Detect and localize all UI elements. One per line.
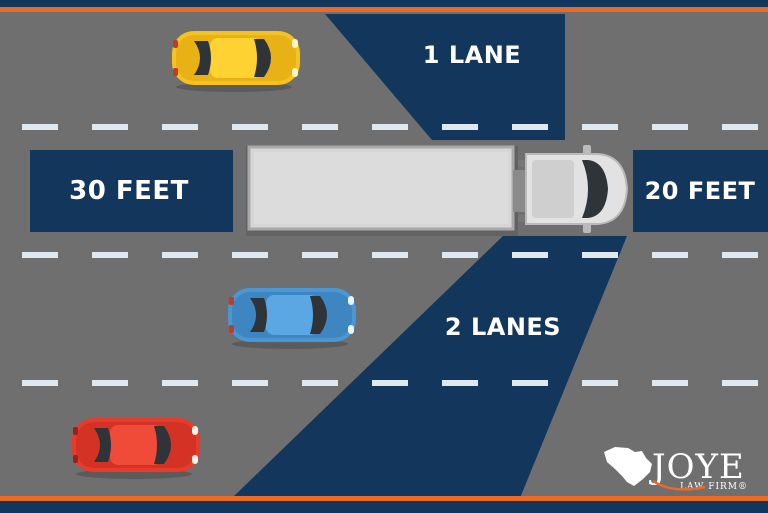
blind-zone-two-lanes bbox=[232, 236, 627, 498]
lane-dash bbox=[722, 380, 758, 386]
one-lane-label: 1 LANE bbox=[423, 41, 521, 69]
lane-dash bbox=[442, 124, 478, 130]
lane-dash bbox=[92, 380, 128, 386]
lane-dash bbox=[92, 124, 128, 130]
blind-zone-front bbox=[633, 150, 768, 232]
front-distance-label: 20 FEET bbox=[645, 177, 756, 205]
red-car bbox=[72, 418, 200, 479]
rear-distance-label: 30 FEET bbox=[69, 176, 189, 206]
lane-dash bbox=[372, 124, 408, 130]
lane-dash bbox=[582, 252, 618, 258]
lane-markings bbox=[22, 124, 758, 386]
top-border-navy bbox=[0, 0, 768, 10]
semi-truck bbox=[246, 145, 629, 236]
lane-dash bbox=[652, 124, 688, 130]
lane-dash bbox=[442, 380, 478, 386]
logo-swoosh bbox=[652, 479, 706, 491]
two-lanes-label: 2 LANES bbox=[445, 313, 561, 341]
blind-zone-one-lane bbox=[325, 14, 565, 140]
lane-dash bbox=[652, 380, 688, 386]
lane-dash bbox=[162, 124, 198, 130]
joye-law-firm-logo: JOYE LAW FIRM® bbox=[604, 447, 748, 492]
south-carolina-state-icon bbox=[604, 447, 652, 486]
lane-dash bbox=[232, 252, 268, 258]
lane-dash bbox=[232, 124, 268, 130]
lane-dash bbox=[22, 380, 58, 386]
lane-dash bbox=[582, 380, 618, 386]
lane-dash bbox=[652, 252, 688, 258]
blue-car bbox=[228, 288, 356, 349]
logo-name: JOYE bbox=[649, 447, 745, 487]
lane-dash bbox=[302, 252, 338, 258]
lane-dash bbox=[22, 252, 58, 258]
blind-zone-rear bbox=[30, 150, 233, 232]
top-border-orange bbox=[0, 7, 768, 12]
lane-dash bbox=[302, 124, 338, 130]
lane-dash bbox=[302, 380, 338, 386]
logo-tagline: LAW FIRM® bbox=[680, 482, 748, 492]
lane-dash bbox=[162, 252, 198, 258]
lane-dash bbox=[722, 124, 758, 130]
lane-dash bbox=[512, 380, 548, 386]
lane-dash bbox=[512, 124, 548, 130]
lane-dash bbox=[162, 380, 198, 386]
lane-dash bbox=[92, 252, 128, 258]
lane-dash bbox=[512, 252, 548, 258]
yellow-car bbox=[172, 31, 300, 92]
lane-dash bbox=[372, 380, 408, 386]
bottom-border-orange bbox=[0, 496, 768, 501]
lane-dash bbox=[372, 252, 408, 258]
lane-dash bbox=[22, 124, 58, 130]
lane-dash bbox=[232, 380, 268, 386]
lane-dash bbox=[582, 124, 618, 130]
lane-dash bbox=[442, 252, 478, 258]
lane-dash bbox=[722, 252, 758, 258]
bottom-border-navy bbox=[0, 501, 768, 513]
